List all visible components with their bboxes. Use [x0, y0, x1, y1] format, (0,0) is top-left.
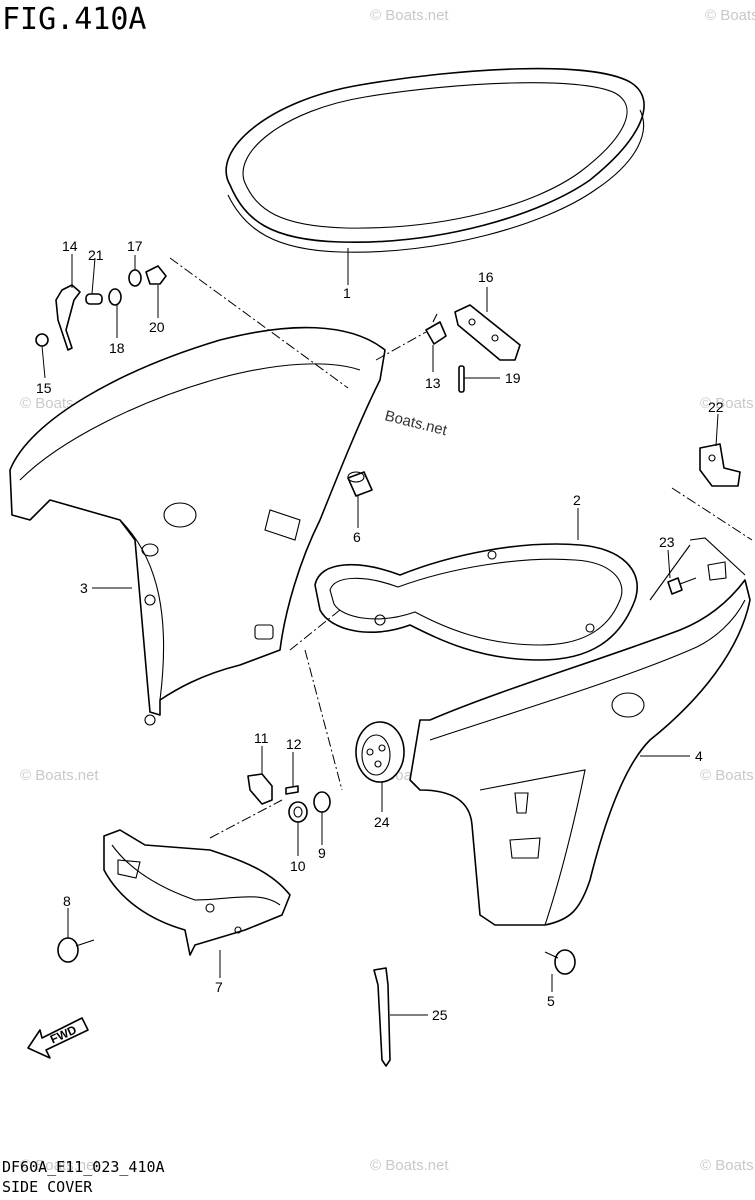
part-2-seal [314, 543, 638, 661]
watermark-text: © Boats.net [20, 1157, 99, 1174]
part-4-right-side-cover [409, 537, 751, 926]
part-7-lower-cover [103, 829, 291, 956]
part-19-pin [458, 365, 465, 393]
watermark-text: © Boats.net [20, 767, 99, 784]
hardware-cluster-center [247, 773, 331, 823]
callout-3: 3 [80, 580, 88, 596]
watermark-overlay: Boats.net [383, 407, 449, 439]
figure-title: FIG.410A [2, 2, 147, 37]
watermark-text: © Boats.net [700, 395, 755, 412]
part-16-bracket [454, 304, 521, 361]
fwd-label: FWD [48, 1022, 79, 1046]
callout-22: 22 [708, 399, 724, 415]
callout-labels: 1 2 3 4 5 6 7 8 9 10 11 12 13 14 15 16 1… [36, 238, 724, 1023]
callout-21: 21 [88, 247, 104, 263]
diagram-code: DF60A_E11_023_410A [2, 1158, 165, 1176]
callout-13: 13 [425, 375, 441, 391]
part-3-left-side-cover [9, 326, 386, 726]
fwd-arrow-icon: FWD [27, 1017, 89, 1059]
callout-6: 6 [353, 529, 361, 545]
callout-17: 17 [127, 238, 143, 254]
part-1-seal [225, 67, 645, 253]
callout-19: 19 [505, 370, 521, 386]
callout-4: 4 [695, 748, 703, 764]
watermark-text: © Boats.net [705, 7, 755, 24]
part-8-screw [57, 937, 95, 963]
callout-24: 24 [374, 814, 390, 830]
leader-lines [41, 248, 753, 1016]
part-6-bushing [347, 471, 373, 497]
callout-8: 8 [63, 893, 71, 909]
section-name: SIDE COVER [2, 1178, 93, 1196]
callout-2: 2 [573, 492, 581, 508]
part-13-grommet [425, 313, 447, 345]
callout-1: 1 [343, 285, 351, 301]
watermark-text: © Boats.net [370, 1157, 449, 1174]
callout-10: 10 [290, 858, 306, 874]
callout-23: 23 [659, 534, 675, 550]
callout-5: 5 [547, 993, 555, 1009]
watermark-text: © Boats.net [700, 767, 755, 784]
part-22-latch [699, 443, 741, 487]
watermark-text: © Boats.net [370, 7, 449, 24]
part-25-cable-tie [373, 967, 391, 1067]
callout-15: 15 [36, 380, 52, 396]
callout-20: 20 [149, 319, 165, 335]
callout-9: 9 [318, 845, 326, 861]
callout-7: 7 [215, 979, 223, 995]
callout-14: 14 [62, 238, 78, 254]
callout-25: 25 [432, 1007, 448, 1023]
part-24-grommet [355, 721, 405, 783]
callout-16: 16 [478, 269, 494, 285]
callout-12: 12 [286, 736, 302, 752]
hardware-cluster-left [35, 265, 167, 351]
callout-18: 18 [109, 340, 125, 356]
callout-11: 11 [254, 730, 269, 746]
part-5-screw [544, 949, 576, 975]
part-23-screw [667, 577, 697, 595]
watermark-text: © Boats.net [700, 1157, 755, 1174]
